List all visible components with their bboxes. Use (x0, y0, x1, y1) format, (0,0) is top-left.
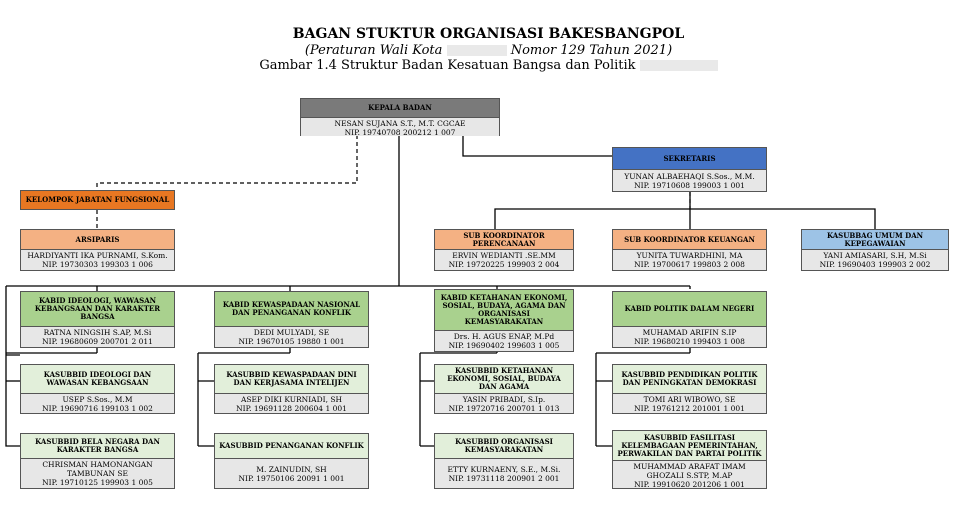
line-col4-sub (595, 353, 612, 447)
chart-title: BAGAN STUKTUR ORGANISASI BAKESBANGPOL (292, 26, 685, 42)
person-name: ETTY KURNAENY, S.E., M.Si. (447, 465, 561, 474)
box-title: KABID POLITIK DALAM NEGERI (613, 292, 766, 327)
kasubbid-ideologi-box: KASUBBID IDEOLOGI DAN WAWASAN KEBANGSAAN… (20, 364, 175, 414)
kasubbid-ormas-box: KASUBBID ORGANISASI KEMASYARAKATAN ETTY … (434, 433, 574, 489)
box-title: SEKRETARIS (613, 148, 766, 170)
kepala-badan-box: KEPALA BADAN NESAN SUJANA S.T., M.T. CGC… (300, 98, 500, 137)
person-nip: NIP. 19680609 200701 2 011 (42, 337, 153, 346)
line-fungsional-dashed (96, 135, 358, 190)
person-nip: NIP. 19750106 20091 1 001 (238, 474, 345, 483)
subtitle-left: (Peraturan Wali Kota (304, 43, 443, 58)
person-nip: NIP. 19710608 199003 1 001 (634, 181, 745, 190)
box-title: SUB KOORDINATOR KEUANGAN (613, 230, 766, 250)
line-col3-sub (419, 353, 434, 447)
person-name: CHRISMAN HAMONANGAN TAMBUNAN SE (42, 460, 153, 478)
person-nip: NIP. 19740708 200212 1 007 (344, 128, 456, 137)
box-title: ARSIPARIS (21, 230, 174, 250)
line-kepala-sekretaris (462, 135, 613, 157)
redacted-block (446, 45, 507, 56)
person-nip: NIP. 19690403 199903 2 002 (819, 260, 931, 269)
kabid-kewaspadaan-box: KABID KEWASPADAAN NASIONAL DAN PENANGANA… (214, 291, 369, 348)
box-title: KASUBBID KETAHANAN EKONOMI, SOSIAL, BUDA… (435, 365, 573, 394)
person-name: HARDIYANTI IKA PURNAMI, S.Kom. (27, 251, 168, 260)
person-name: TOMI ARI WIBOWO, SE (643, 395, 736, 404)
box-title: KABID IDEOLOGI, WAWASAN KEBANGSAAN DAN K… (21, 292, 174, 327)
person-nip: NIP. 19720716 200701 1 013 (448, 404, 560, 413)
person-nip: NIP. 19670105 19880 1 001 (238, 337, 345, 346)
sekretaris-box: SEKRETARIS YUNAN ALBAEHAQI S.Sos., M.M.N… (612, 147, 767, 192)
box-title: KEPALA BADAN (301, 99, 499, 118)
person-name: NESAN SUJANA S.T., M.T. CGCAE (334, 119, 466, 128)
figure-caption: Gambar 1.4 Struktur Badan Kesatuan Bangs… (0, 58, 977, 73)
box-title: SUB KOORDINATOR PERENCANAAN (435, 230, 573, 250)
kasubbid-konflik-box: KASUBBID PENANGANAN KONFLIK M. ZAINUDIN,… (214, 433, 369, 489)
caption-text: Gambar 1.4 Struktur Badan Kesatuan Bangs… (259, 58, 636, 73)
line-left-sub (5, 286, 20, 447)
kasubbid-demokrasi-box: KASUBBID PENDIDIKAN POLITIK DAN PENINGKA… (612, 364, 767, 414)
subkoor-keuangan-box: SUB KOORDINATOR KEUANGAN YUNITA TUWARDHI… (612, 229, 767, 271)
person-name: YASIN PRIBADI, S.Ip. (462, 395, 546, 404)
box-title: KASUBBID PENDIDIKAN POLITIK DAN PENINGKA… (613, 365, 766, 394)
subtitle-right: Nomor 129 Tahun 2021) (510, 43, 673, 58)
box-title: KASUBBID PENANGANAN KONFLIK (215, 434, 368, 459)
box-title: KELOMPOK JABATAN FUNGSIONAL (21, 191, 174, 209)
person-name: M. ZAINUDIN, SH (256, 465, 327, 474)
box-title: KASUBBID IDEOLOGI DAN WAWASAN KEBANGSAAN (21, 365, 174, 394)
person-name: MUHAMAD ARIFIN S.IP (642, 328, 737, 337)
person-nip: NIP. 19761212 201001 1 001 (634, 404, 745, 413)
chart-subtitle: (Peraturan Wali Kota Nomor 129 Tahun 202… (0, 43, 977, 58)
person-name: ASEP DIKI KURNIADI, SH (240, 395, 343, 404)
person-nip: NIP. 19700617 199803 2 008 (634, 260, 745, 269)
redacted-block (639, 60, 718, 71)
kabid-ideologi-box: KABID IDEOLOGI, WAWASAN KEBANGSAAN DAN K… (20, 291, 175, 348)
person-name: RATNA NINGSIH S.AP, M.Si (43, 328, 152, 337)
box-title: KASUBBAG UMUM DAN KEPEGAWAIAN (802, 230, 948, 250)
person-nip: NIP. 19680210 199403 1 008 (634, 337, 745, 346)
person-nip: NIP. 19910620 201206 1 001 (634, 480, 745, 489)
kasubbid-ketahanan-box: KASUBBID KETAHANAN EKONOMI, SOSIAL, BUDA… (434, 364, 574, 414)
person-nip: NIP. 19731118 200901 2 001 (448, 474, 560, 483)
box-title: KASUBBID ORGANISASI KEMASYARAKATAN (435, 434, 573, 459)
person-nip: NIP. 19710125 199903 1 005 (42, 478, 153, 487)
person-nip: NIP. 19720225 199903 2 004 (448, 260, 560, 269)
person-nip: NIP. 19690716 199103 1 002 (42, 404, 153, 413)
box-title: KABID KEWASPADAAN NASIONAL DAN PENANGANA… (215, 292, 368, 327)
kasubbag-umum-box: KASUBBAG UMUM DAN KEPEGAWAIAN YANI AMIAS… (801, 229, 949, 271)
subkoor-perencanaan-box: SUB KOORDINATOR PERENCANAAN ERVIN WEDIAN… (434, 229, 574, 271)
person-nip: NIP. 19690402 199603 1 005 (448, 341, 560, 350)
person-name: YANI AMIASARI, S.H, M.Si (823, 251, 927, 260)
kasubbid-fasilitasi-box: KASUBBID FASILITASI KELEMBAGAAN PEMERINT… (612, 430, 767, 489)
line-col2-sub (197, 353, 214, 447)
kasubbid-belanegara-box: KASUBBID BELA NEGARA DAN KARAKTER BANGSA… (20, 433, 175, 489)
person-name: YUNAN ALBAEHAQI S.Sos., M.M. (624, 172, 755, 181)
person-name: DEDI MULYADI, SE (253, 328, 330, 337)
kabid-ketahanan-box: KABID KETAHANAN EKONOMI, SOSIAL, BUDAYA,… (434, 289, 574, 352)
box-title: KABID KETAHANAN EKONOMI, SOSIAL, BUDAYA,… (435, 290, 573, 331)
person-name: ERVIN WEDIANTI .SE.MM (452, 251, 556, 260)
line-kabid-drops (96, 286, 691, 291)
kasubbid-kewaspadaan-box: KASUBBID KEWASPADAAN DINI DAN KERJASAMA … (214, 364, 369, 414)
box-title: KASUBBID BELA NEGARA DAN KARAKTER BANGSA (21, 434, 174, 459)
arsiparis-box: ARSIPARIS HARDIYANTI IKA PURNAMI, S.Kom.… (20, 229, 175, 271)
person-nip: NIP. 19691128 200604 1 001 (236, 404, 347, 413)
person-name: USEP S.Sos., M.M (62, 395, 133, 404)
person-name: Drs. H. AGUS ENAP, M.Pd (453, 332, 555, 341)
person-name: MUHAMMAD ARAFAT IMAM GHOZALI S.STP, M.AP (633, 462, 746, 480)
line-kabid-to-sub (6, 348, 691, 354)
kelompok-fungsional-box: KELOMPOK JABATAN FUNGSIONAL (20, 190, 175, 210)
person-nip: NIP. 19730303 199303 1 006 (42, 260, 153, 269)
person-name: YUNITA TUWARDHINI, MA (636, 251, 743, 260)
line-sekretaris-branches (494, 192, 876, 229)
kabid-politik-box: KABID POLITIK DALAM NEGERI MUHAMAD ARIFI… (612, 291, 767, 348)
box-title: KASUBBID FASILITASI KELEMBAGAAN PEMERINT… (613, 431, 766, 461)
box-title: KASUBBID KEWASPADAAN DINI DAN KERJASAMA … (215, 365, 368, 394)
